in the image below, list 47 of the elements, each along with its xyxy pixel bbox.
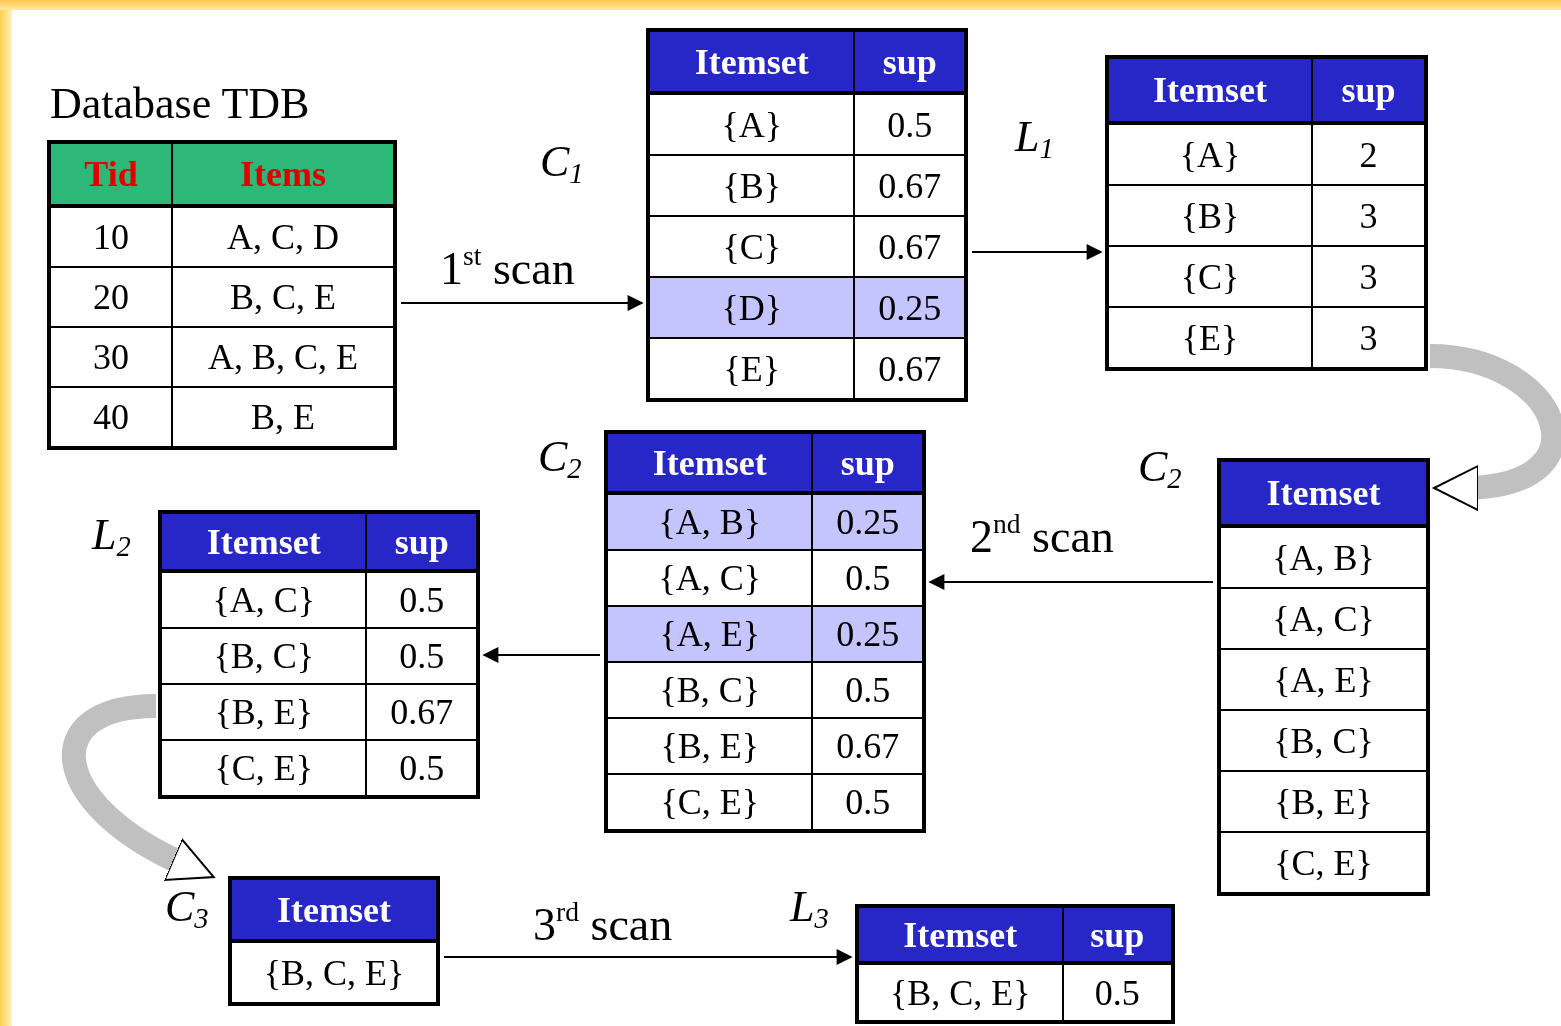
column-header: Itemset (230, 878, 438, 941)
column-header: Itemset (1107, 57, 1312, 123)
table-cell: 20 (49, 267, 173, 327)
table-title: C$_{2}$ (1138, 445, 1182, 494)
table-cell: {A} (648, 93, 855, 155)
arrow (928, 574, 1214, 590)
table-cell: {B} (1107, 185, 1312, 246)
table-title: L$_{3}$ (790, 885, 829, 934)
table-cell: {B, E} (606, 718, 813, 774)
table-cell: {C} (1107, 246, 1312, 307)
table-cell: {B} (648, 155, 855, 216)
table-title: Database TDB (50, 82, 310, 126)
table-cell: {D} (648, 277, 855, 338)
table-cell: 30 (49, 327, 173, 387)
table-title: L$_{2}$ (92, 513, 131, 562)
arrow (482, 647, 601, 663)
table-title: C$_{2}$ (538, 435, 582, 484)
column-header: Tid (49, 142, 173, 206)
table-cell: {A, E} (606, 606, 813, 662)
table-cell: {B, C} (160, 628, 367, 684)
table-cell: 0.25 (854, 277, 966, 338)
table-cell: 10 (49, 206, 173, 267)
arrow (443, 949, 853, 965)
table-cell: 0.25 (812, 606, 924, 662)
table-cell: {B, C} (606, 662, 813, 718)
table-cell: {A, C} (160, 571, 367, 628)
column-header: Itemset (648, 30, 855, 93)
curved-block-arrow (1429, 344, 1561, 510)
arrow (400, 295, 644, 311)
table-title: C$_{1}$ (540, 140, 584, 189)
table-cell: {A} (1107, 123, 1312, 185)
table-cell: {A, B} (606, 493, 813, 550)
column-header: Itemset (857, 906, 1063, 963)
table-title: L$_{1}$ (1015, 115, 1054, 164)
table-cell: {B, E} (160, 684, 367, 740)
column-header: Itemset (160, 512, 367, 571)
column-header: sup (366, 512, 478, 571)
column-header: Items (172, 142, 395, 206)
column-header: sup (1062, 906, 1173, 963)
column-header: sup (812, 432, 924, 493)
column-header: sup (854, 30, 966, 93)
column-header: Itemset (606, 432, 813, 493)
arrow (971, 244, 1103, 260)
column-header: Itemset (1219, 460, 1428, 526)
column-header: sup (1311, 57, 1426, 123)
table-title: C$_{3}$ (165, 885, 209, 934)
table-cell: 0.25 (812, 493, 924, 550)
